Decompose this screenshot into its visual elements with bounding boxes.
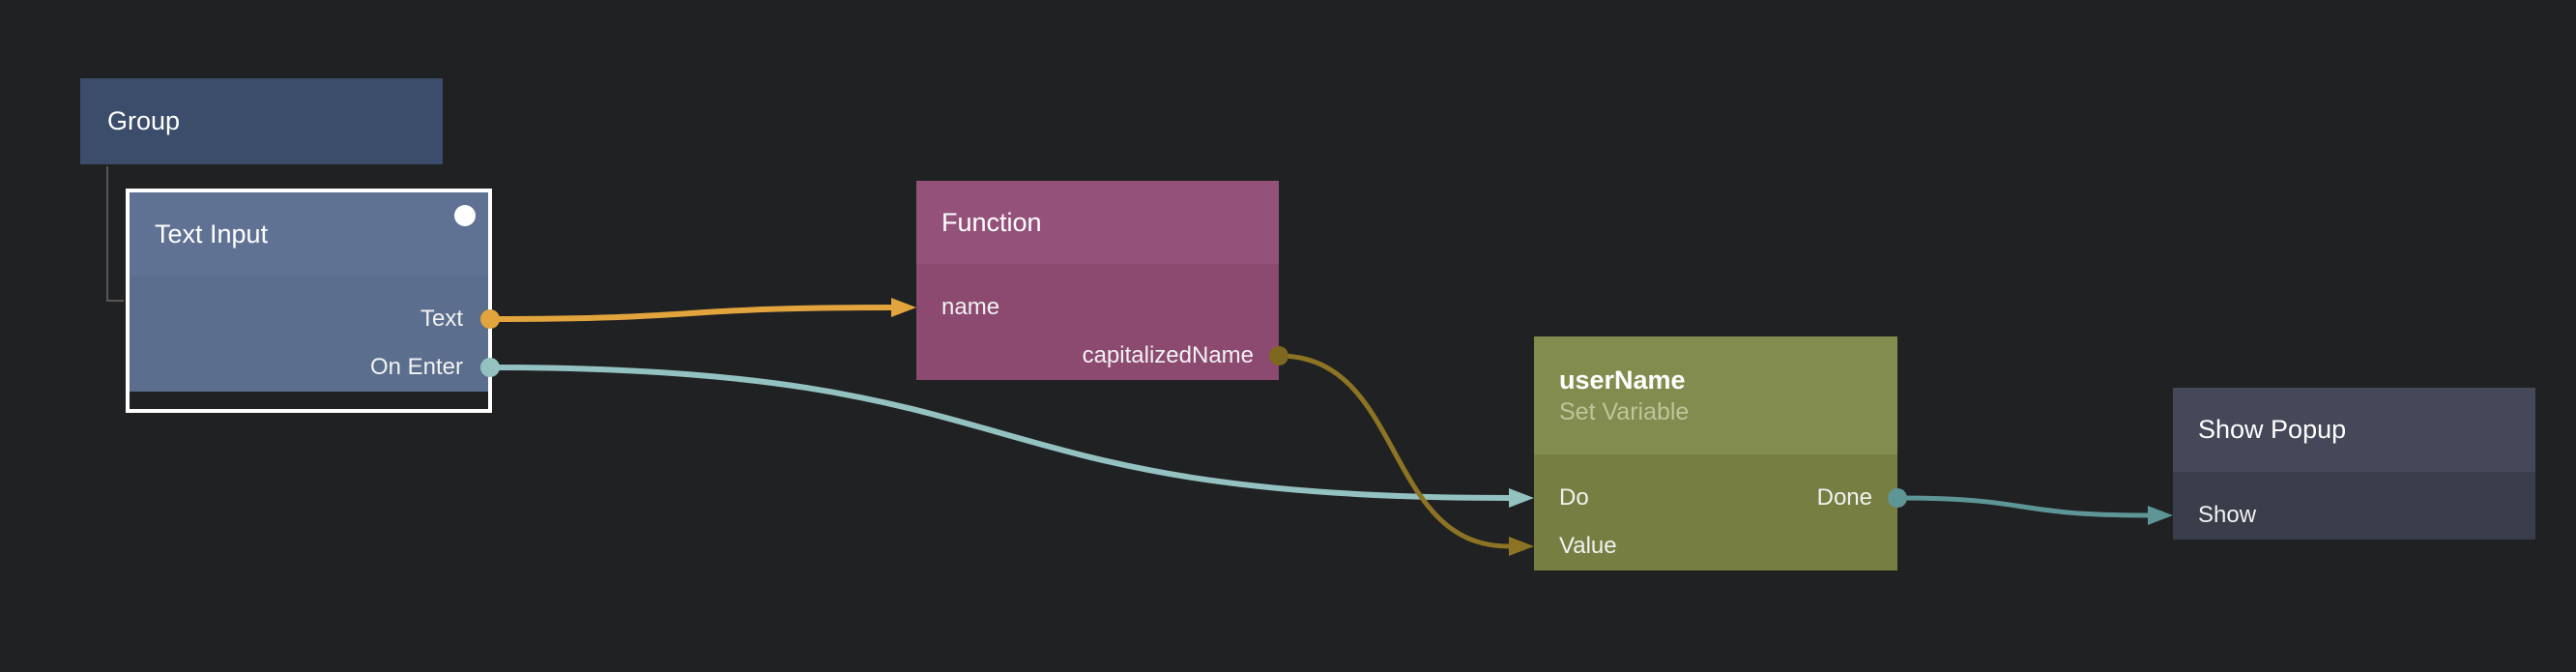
show-popup-body: Show — [2173, 472, 2535, 540]
wire-user-name-done-to-show-popup-show[interactable] — [1896, 495, 2149, 518]
wire-text-input-text-to-function-name[interactable] — [489, 305, 892, 322]
group-node-title: Group — [107, 106, 181, 135]
port-row-show-input[interactable]: Show — [2173, 491, 2535, 540]
wire-arrowhead — [1509, 488, 1534, 508]
port-label-done: Done — [1816, 484, 1872, 511]
node-show-popup[interactable]: Show Popup Show — [2173, 388, 2535, 559]
node-function[interactable]: Function name capitalizedName — [916, 181, 1288, 403]
port-row-name-input[interactable]: name — [916, 283, 1279, 332]
wire-arrowhead — [1509, 537, 1534, 556]
text-input-body: Text On Enter — [130, 276, 500, 392]
group-child-connector-line — [106, 166, 124, 302]
wire-arrowhead — [891, 298, 916, 317]
output-port-dot-text[interactable] — [480, 309, 500, 329]
output-port-dot-done[interactable] — [1888, 488, 1907, 508]
node-group[interactable]: Group — [80, 78, 443, 164]
node-text-input[interactable]: Text Input Text On Enter — [126, 189, 500, 413]
text-input-header: Text Input — [130, 192, 488, 276]
port-row-on-enter-output[interactable]: On Enter — [130, 343, 500, 392]
port-row-value-input[interactable]: Value — [1534, 522, 1897, 570]
user-name-body: Do Done Value — [1534, 454, 1907, 570]
node-user-name-set-variable[interactable]: userName Set Variable Do Done Value — [1534, 336, 1907, 592]
port-row-do-done[interactable]: Do Done — [1534, 474, 1907, 522]
user-name-node-title: userName — [1559, 365, 1686, 394]
user-name-header: userName Set Variable — [1534, 336, 1897, 454]
text-input-node-title: Text Input — [155, 219, 269, 248]
port-label-name: name — [941, 294, 1000, 320]
port-row-capitalized-name-output[interactable]: capitalizedName — [916, 332, 1288, 380]
function-node-title: Function — [941, 207, 1042, 237]
port-label-do: Do — [1559, 484, 1589, 511]
port-label-text: Text — [420, 306, 463, 332]
function-body: name capitalizedName — [916, 264, 1288, 380]
show-popup-node-title: Show Popup — [2198, 415, 2347, 444]
output-port-dot-on-enter[interactable] — [480, 358, 500, 377]
port-label-on-enter: On Enter — [369, 354, 463, 380]
port-row-text-output[interactable]: Text — [130, 295, 500, 343]
port-label-show: Show — [2198, 502, 2257, 528]
port-label-value: Value — [1559, 533, 1617, 559]
wire-function-capitalized_name-to-user-name-value[interactable] — [1278, 353, 1510, 549]
wire-arrowhead — [2148, 506, 2173, 525]
connection-indicator-dot — [454, 205, 476, 226]
user-name-node-subtitle: Set Variable — [1559, 398, 1690, 426]
port-label-capitalized-name: capitalizedName — [1082, 342, 1254, 368]
function-header: Function — [916, 181, 1279, 264]
show-popup-header: Show Popup — [2173, 388, 2535, 472]
output-port-dot-capitalized-name[interactable] — [1269, 346, 1288, 365]
